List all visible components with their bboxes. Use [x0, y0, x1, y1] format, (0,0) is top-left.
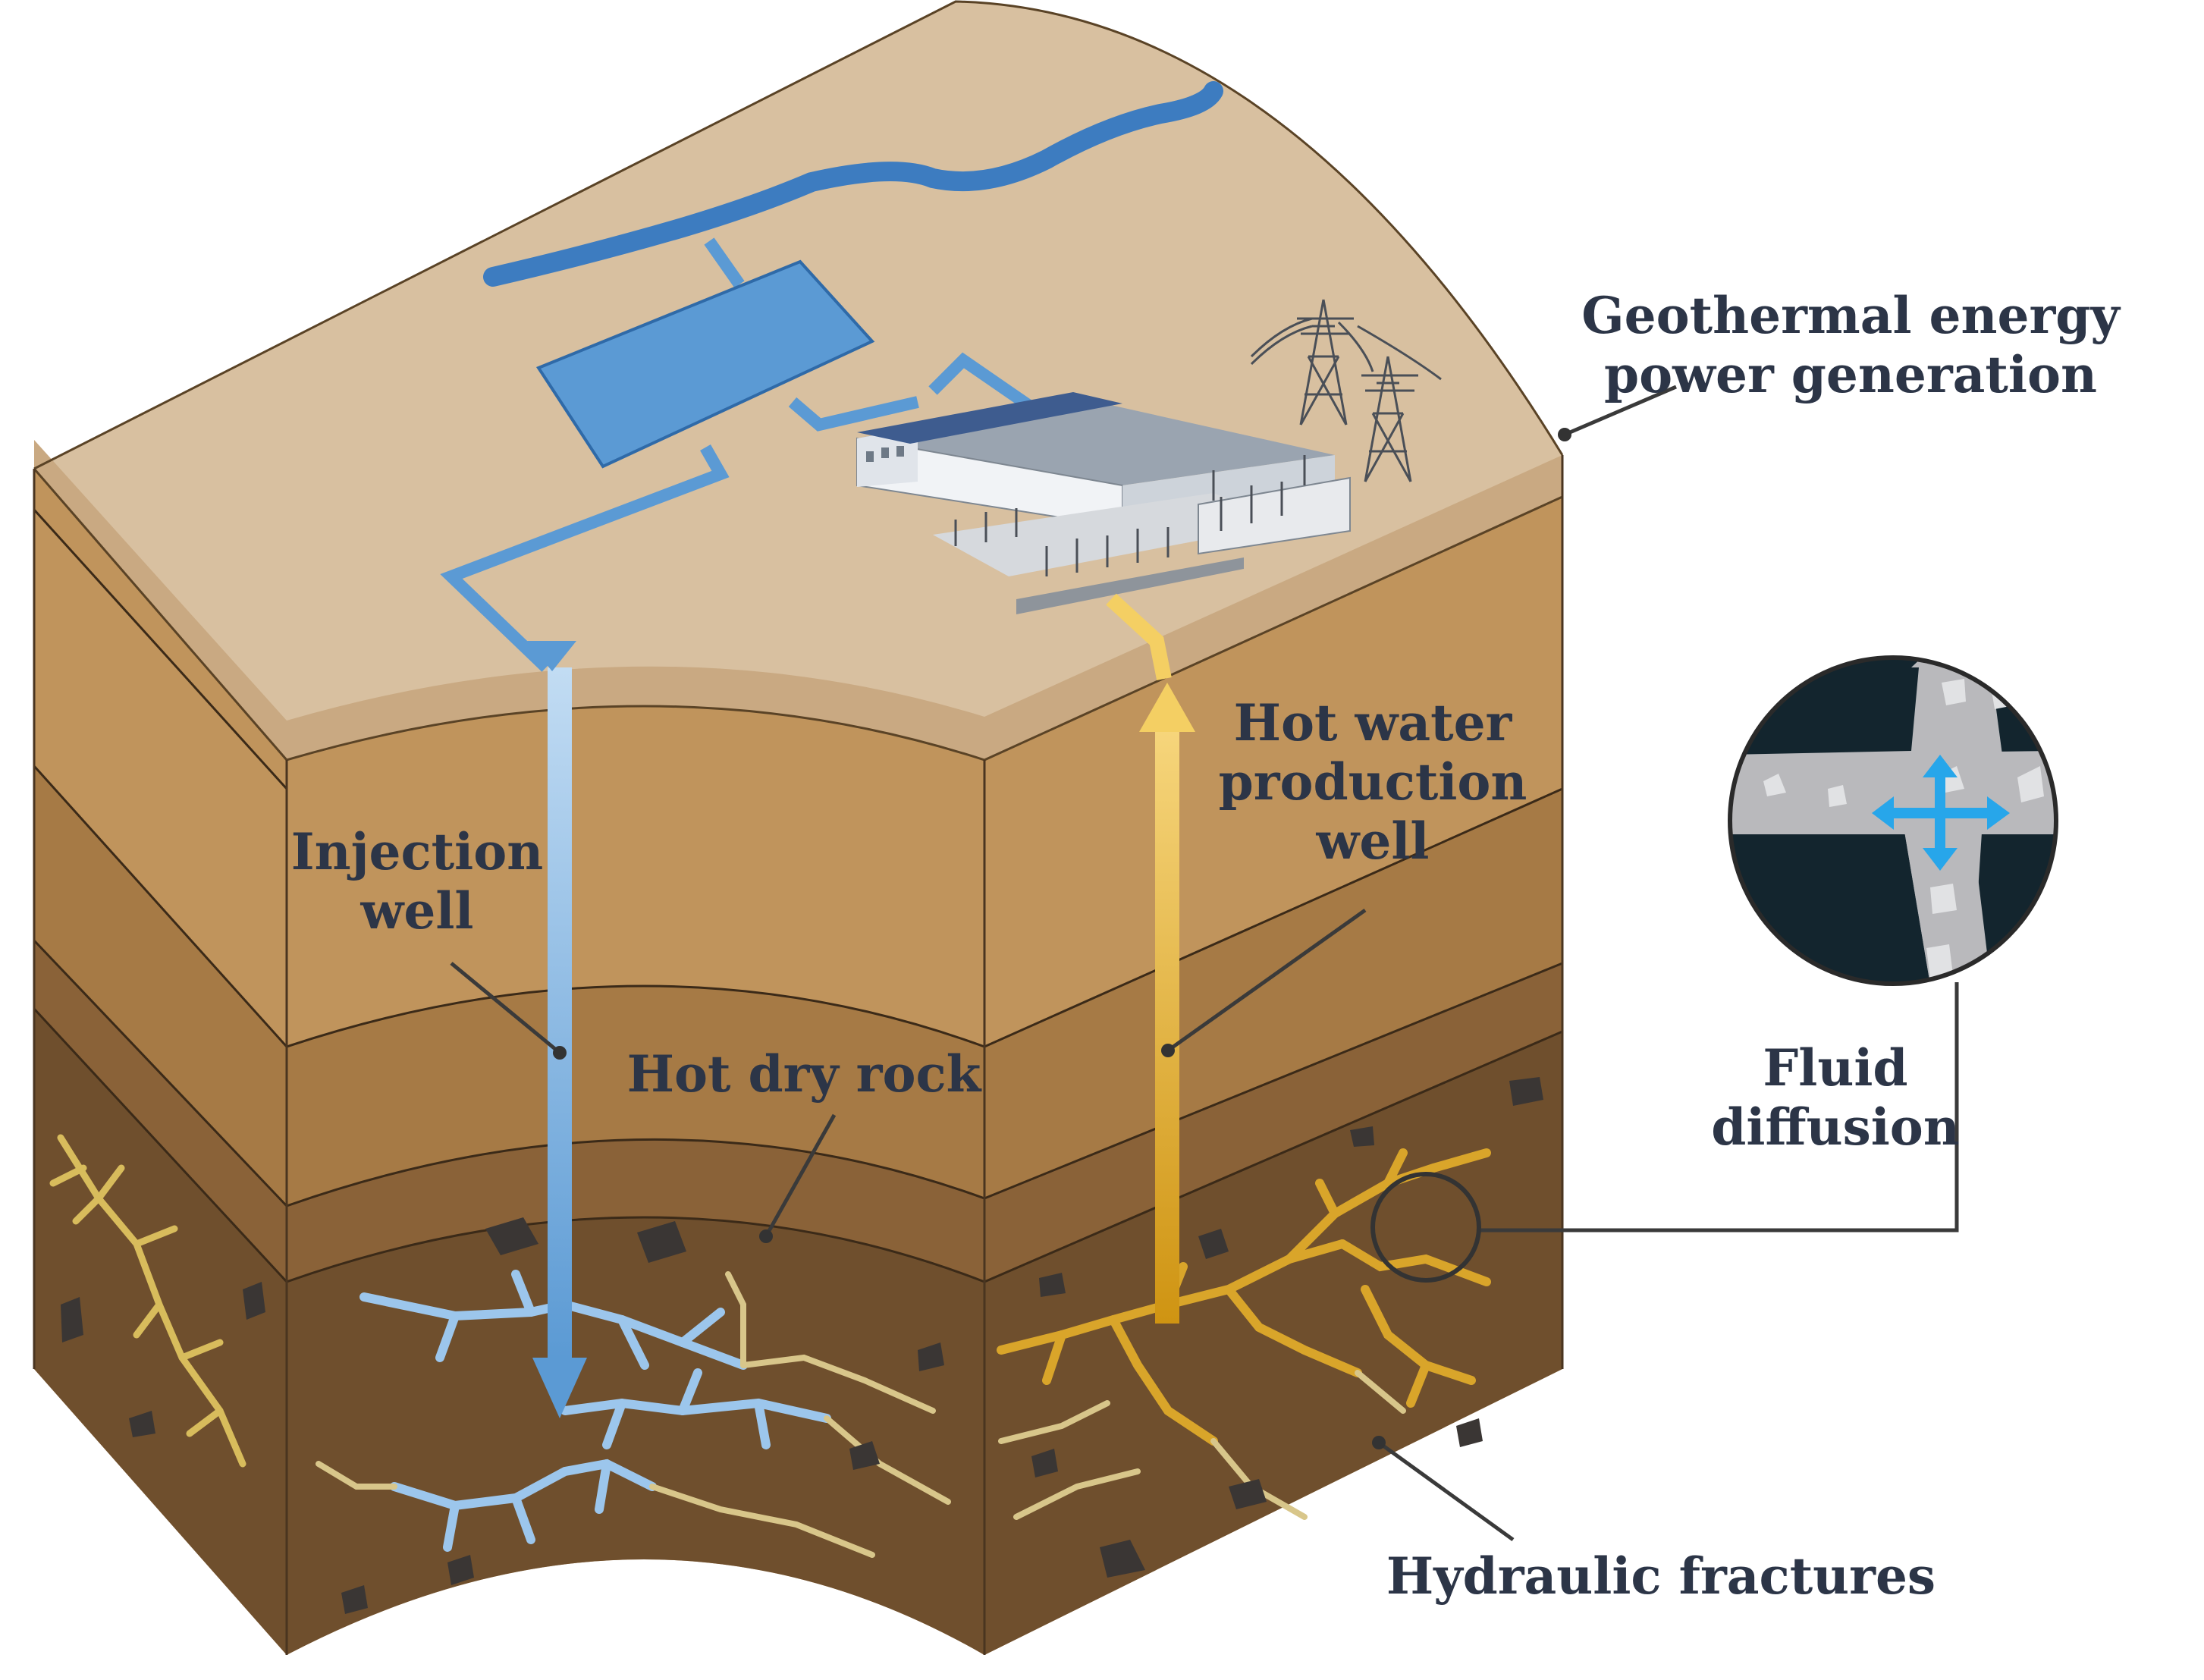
hydraulic-fractures-left: [49, 1134, 246, 1468]
hot-dry-rock-label: Hot dry rock: [626, 1044, 981, 1104]
fluid-diffusion-label: Fluid diffusion: [1699, 1038, 1972, 1157]
hot-water-label: Hot water production well: [1183, 693, 1562, 871]
hydraulic-fractures-label: Hydraulic fractures: [1386, 1547, 1936, 1606]
injection-fractures-outer: [316, 1271, 951, 1558]
transmission-towers: [1250, 299, 1442, 482]
zoom-region-marker: [1370, 1172, 1481, 1283]
production-well: [1106, 593, 1195, 1324]
injection-label-line1: Injection: [290, 822, 544, 881]
hot-water-label-line2: production: [1218, 752, 1527, 812]
water-pond: [535, 259, 875, 469]
fluid-diffusion-inset: [1728, 655, 2058, 986]
hot-water-label-line3: well: [1316, 811, 1430, 871]
rock-fragments: [61, 1077, 1543, 1614]
geothermal-label-line2: power generation: [1604, 344, 2097, 404]
geothermal-label-line1: Geothermal energy: [1581, 286, 2120, 345]
leader-dots: [553, 428, 1571, 1449]
hot-water-label-line1: Hot water: [1233, 693, 1512, 752]
injection-label-line2: well: [360, 881, 474, 940]
river: [483, 81, 1223, 287]
injection-well: [527, 641, 587, 1418]
block-left-face: [33, 469, 288, 1655]
injection-label: Injection well: [265, 822, 569, 941]
leader-lines: [450, 385, 1959, 1542]
block-right-face: [984, 497, 1563, 1655]
geothermal-label: Geothermal energy power generation: [1562, 286, 2139, 405]
power-plant: [856, 392, 1351, 614]
fluid-diffusion-label-line1: Fluid: [1763, 1038, 1908, 1097]
fluid-diffusion-label-line2: diffusion: [1711, 1097, 1960, 1157]
